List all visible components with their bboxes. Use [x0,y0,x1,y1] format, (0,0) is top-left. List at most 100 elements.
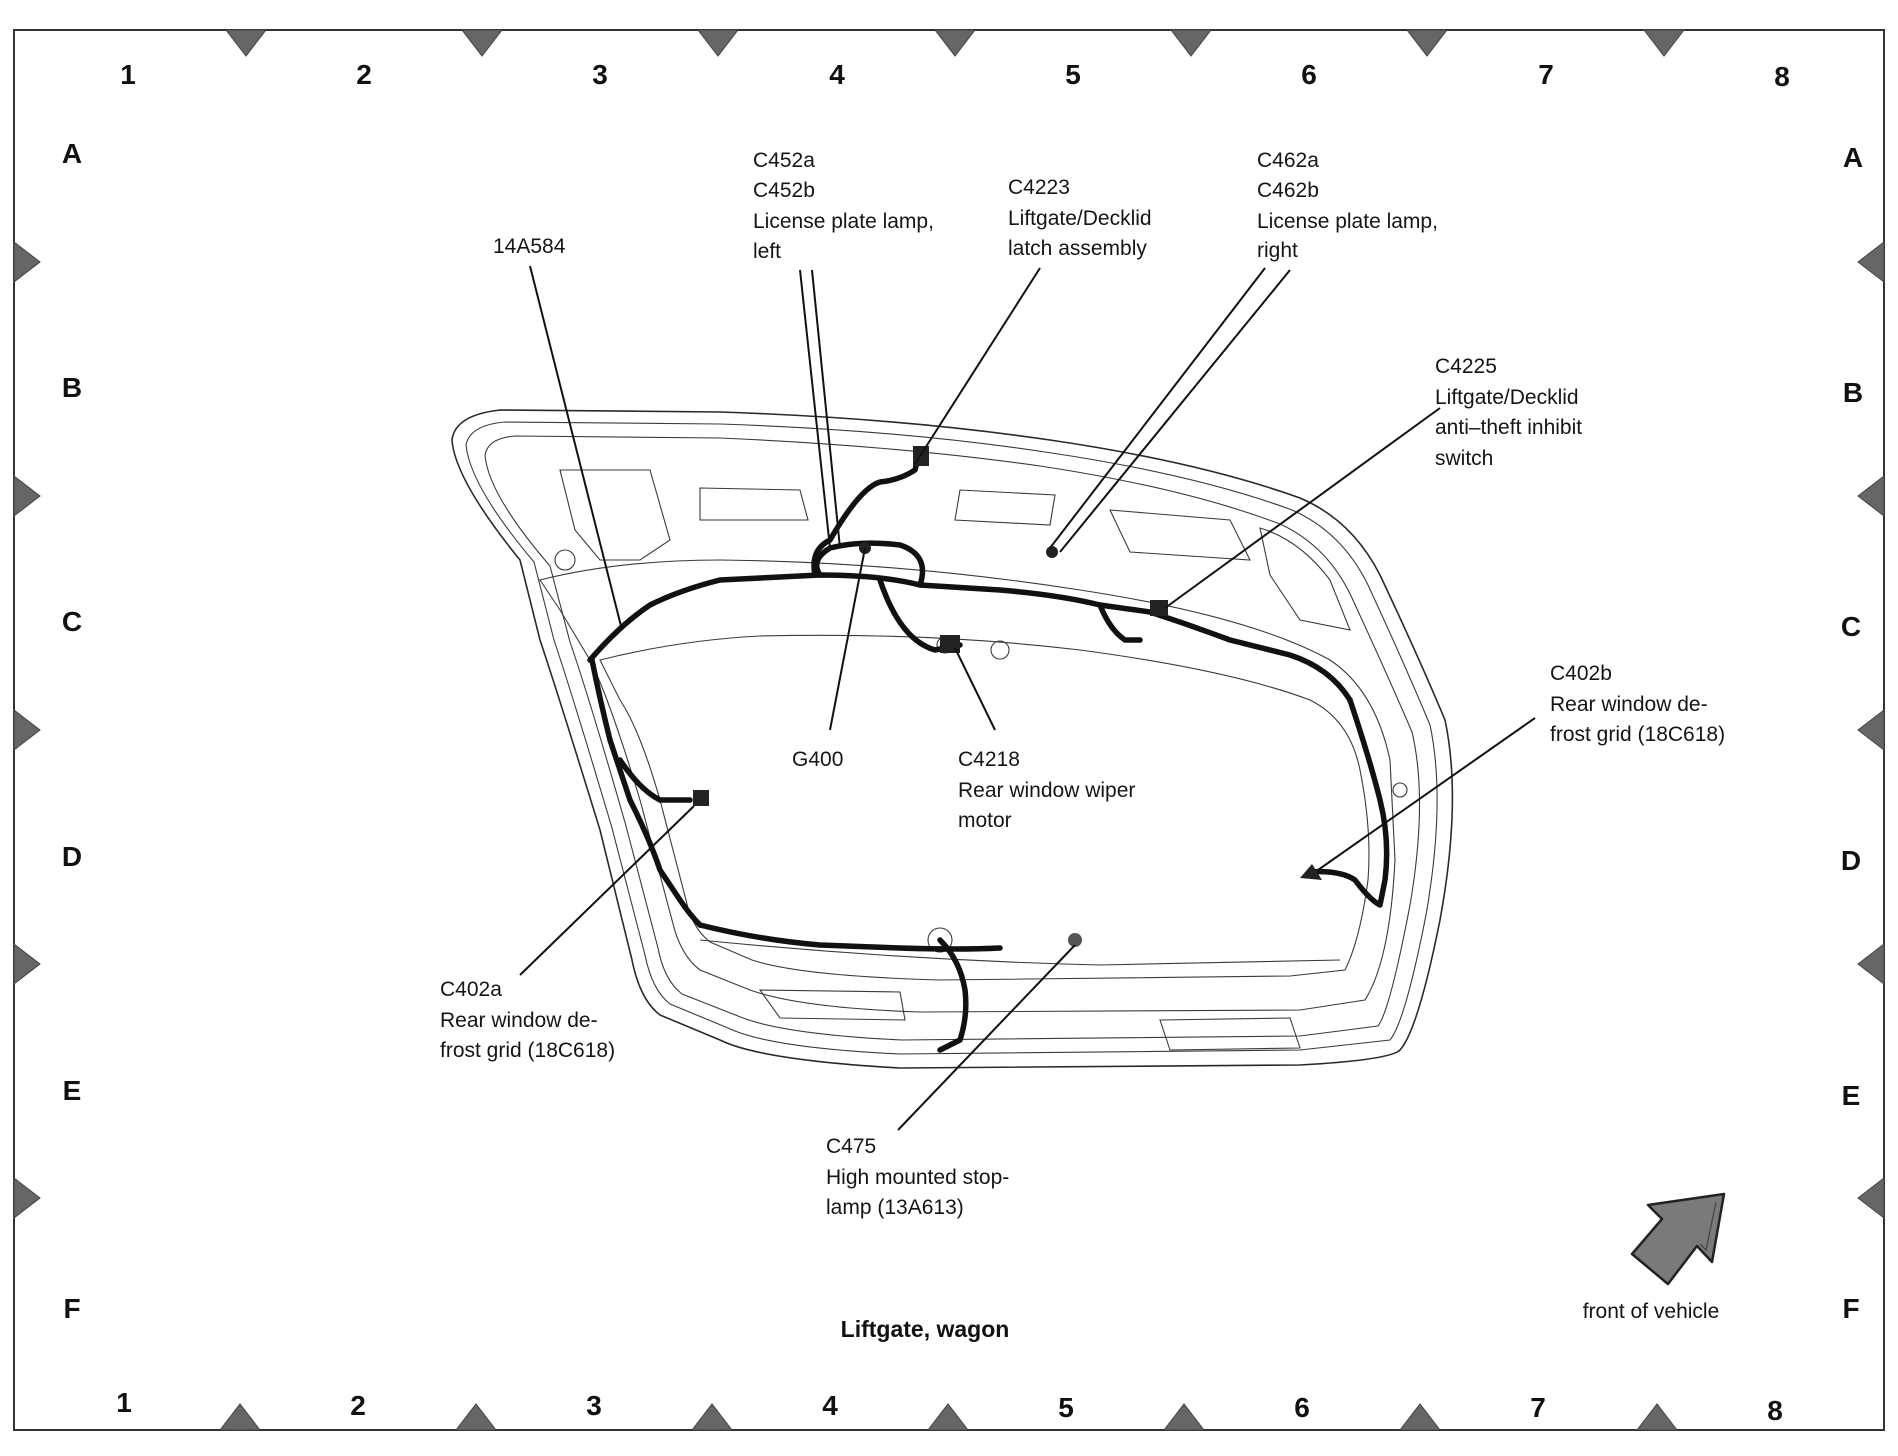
callout-c462-line-2: C462b [1257,179,1319,202]
row-label-left-C: C [62,606,82,637]
bottom-zone-marker-5 [1162,1403,1206,1431]
right-zone-marker-4 [1857,942,1885,986]
mount-hole-4 [1392,782,1408,798]
column-labels-bottom: 1 2 3 4 5 6 7 8 [116,1387,1783,1426]
callout-c452-line-1: C452a [753,149,815,172]
callout-c462-line-1: C462a [1257,149,1319,172]
leader-c475 [897,944,1076,1131]
col-label-top-5: 5 [1065,59,1081,90]
leader-c452-a [799,269,831,549]
right-zone-marker-2 [1857,474,1885,518]
callout-14a584: 14A584 [493,235,566,258]
wiring-harness [587,446,1390,1053]
row-label-right-E: E [1842,1080,1861,1111]
row-label-right-F: F [1842,1293,1859,1324]
leader-c402b [1317,717,1536,871]
harness-main-upper [587,572,1353,703]
leader-lines [519,265,1536,1131]
callout-c452-line-2: C452b [753,179,815,202]
leader-c462-a [1049,267,1266,549]
col-label-top-8: 8 [1774,61,1790,92]
liftgate-outline-2 [465,421,1438,1055]
col-label-bottom-3: 3 [586,1390,602,1421]
harness-latch-branch [811,447,923,578]
leader-c4223 [914,267,1041,465]
callout-c4223-line-3: latch assembly [1008,237,1147,260]
callout-c402b-line-1: C402b [1550,662,1612,685]
callout-c475-line-1: C475 [826,1135,876,1158]
harness-lower [697,922,1003,952]
upper-panel-recess-2 [699,487,809,521]
callout-c402b: C402b Rear window de- frost grid (18C618… [1550,662,1725,746]
callout-c4218-line-2: Rear window wiper [958,779,1135,802]
row-label-right-C: C [1841,611,1861,642]
leader-c452-b [811,269,841,549]
callout-c402a-line-1: C402a [440,978,502,1001]
callout-c4223-line-2: Liftgate/Decklid [1008,207,1152,230]
col-label-top-4: 4 [829,59,845,90]
callout-c4223-line-1: C4223 [1008,176,1070,199]
callout-c4225-line-2: Liftgate/Decklid [1435,386,1579,409]
row-label-left-B: B [62,372,82,403]
callout-c402b-line-3: frost grid (18C618) [1550,723,1725,746]
col-label-bottom-1: 1 [116,1387,132,1418]
connector-c462 [1046,546,1058,558]
column-labels-top: 1 2 3 4 5 6 7 8 [120,59,1790,92]
connector-c475 [1068,933,1082,947]
row-label-right-A: A [1843,142,1863,173]
bottom-zone-marker-4 [926,1403,970,1431]
callout-c4218: C4218 Rear window wiper motor [958,748,1135,832]
left-zone-marker-4 [13,942,41,986]
callout-c462: C462a C462b License plate lamp, right [1257,149,1438,262]
top-zone-marker-6 [1405,29,1449,57]
callout-c4225-line-4: switch [1435,447,1493,470]
liftgate-outer-outline [451,409,1454,1069]
callout-c475: C475 High mounted stop- lamp (13A613) [826,1135,1009,1219]
lower-panel-right [1159,1017,1301,1051]
col-label-top-3: 3 [592,59,608,90]
left-zone-marker-2 [13,474,41,518]
mount-hole-3 [554,549,576,571]
liftgate-outline-3 [484,435,1421,1041]
row-label-left-E: E [63,1075,82,1106]
mount-hole-1 [990,640,1010,660]
bottom-zone-marker-1 [218,1403,262,1431]
upper-panel-recess-5 [1259,527,1351,631]
bottom-zone-marker-6 [1398,1403,1442,1431]
lower-panel-left [758,989,906,1021]
callout-c402b-line-2: Rear window de- [1550,693,1708,716]
right-zone-marker-3 [1857,708,1885,752]
callout-c4218-line-1: C4218 [958,748,1020,771]
connector-c402a [693,790,709,806]
left-zone-marker-3 [13,708,41,752]
upper-panel-recess-4 [1109,509,1251,561]
col-label-top-6: 6 [1301,59,1317,90]
callout-c452: C452a C452b License plate lamp, left [753,149,934,263]
callout-c4225: C4225 Liftgate/Decklid anti–theft inhibi… [1435,355,1582,470]
harness-switch-branch [1097,602,1143,643]
row-label-right-B: B [1843,377,1863,408]
row-labels-left: A B C D E F [62,138,82,1324]
col-label-top-2: 2 [356,59,372,90]
diagram-title: Liftgate, wagon [841,1316,1010,1342]
upper-panel-recess-3 [954,489,1056,526]
callout-c402a-line-3: frost grid (18C618) [440,1039,615,1062]
top-zone-marker-4 [933,29,977,57]
top-zone-marker-1 [224,29,268,57]
callout-g400: G400 [792,748,843,771]
top-zone-marker-7 [1642,29,1686,57]
row-labels-right: A B C D E F [1841,142,1863,1324]
connector-c402b [1300,864,1322,880]
callout-c4225-line-3: anti–theft inhibit [1435,416,1582,439]
top-zone-marker-5 [1169,29,1213,57]
callout-c475-line-3: lamp (13A613) [826,1196,964,1219]
harness-right-side [1307,697,1390,908]
col-label-bottom-6: 6 [1294,1392,1310,1423]
zone-markers [13,29,1885,1431]
callout-c4218-line-3: motor [958,809,1012,832]
callout-c475-line-2: High mounted stop- [826,1166,1009,1189]
harness-left-side [589,657,703,928]
row-label-left-D: D [62,841,82,872]
